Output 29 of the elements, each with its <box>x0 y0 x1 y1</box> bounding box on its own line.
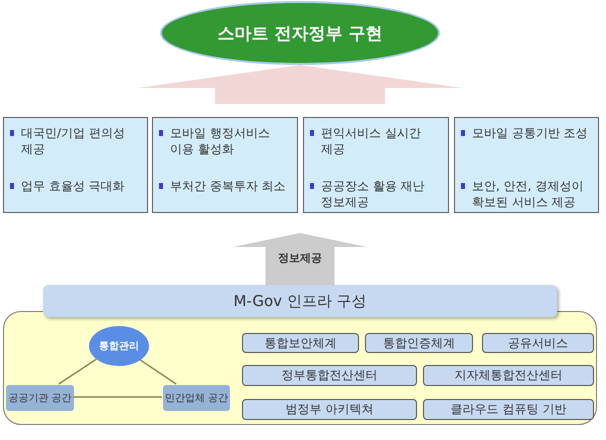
infra-box: 지자체통합전산센터 <box>423 365 594 386</box>
goal-ellipse: 스마트 전자정부 구현 <box>160 1 440 65</box>
infra-box: 클라우드 컴퓨팅 기반 <box>423 399 594 420</box>
bullet-text: 모바일 행정서비스 이용 활성화 <box>170 125 271 157</box>
section-header: M-Gov 인프라 구성 <box>43 285 557 317</box>
bullet-text: 모바일 공통기반 조성 <box>472 125 588 141</box>
space-box: 민간업체 공간 <box>163 385 230 411</box>
goal-box <box>303 117 449 213</box>
goal-box <box>454 117 599 213</box>
bullet-text: 편익서비스 실시간 제공 <box>321 125 422 157</box>
connector-line <box>58 358 98 385</box>
infra-box: 범정부 아키텍쳐 <box>242 399 417 420</box>
infra-box: 통합인증체계 <box>365 333 473 353</box>
bullet-text: 보안, 안전, 경제성이 확보된 서비스 제공 <box>472 178 584 210</box>
goal-box <box>3 117 148 213</box>
bullet-text: 대국민/기업 편의성 제공 <box>21 125 126 157</box>
goal-box <box>152 117 298 213</box>
connector-line <box>138 358 177 385</box>
block-arrow <box>137 65 463 104</box>
infra-box: 통합보안체계 <box>242 333 359 353</box>
bullet-text: 부처간 중복투자 최소 <box>170 178 286 194</box>
connector-line <box>73 396 162 398</box>
hub-ellipse: 통합관리 <box>89 326 149 366</box>
infra-box: 공유서비스 <box>482 333 594 353</box>
space-box: 공공기관 공간 <box>6 385 74 411</box>
bullet-text: 공공장소 활용 재난 정보제공 <box>321 178 426 210</box>
infra-panel <box>3 311 597 425</box>
bullet-text: 업무 효율성 극대화 <box>21 178 125 194</box>
infra-box: 정부통합전산센터 <box>242 365 417 386</box>
